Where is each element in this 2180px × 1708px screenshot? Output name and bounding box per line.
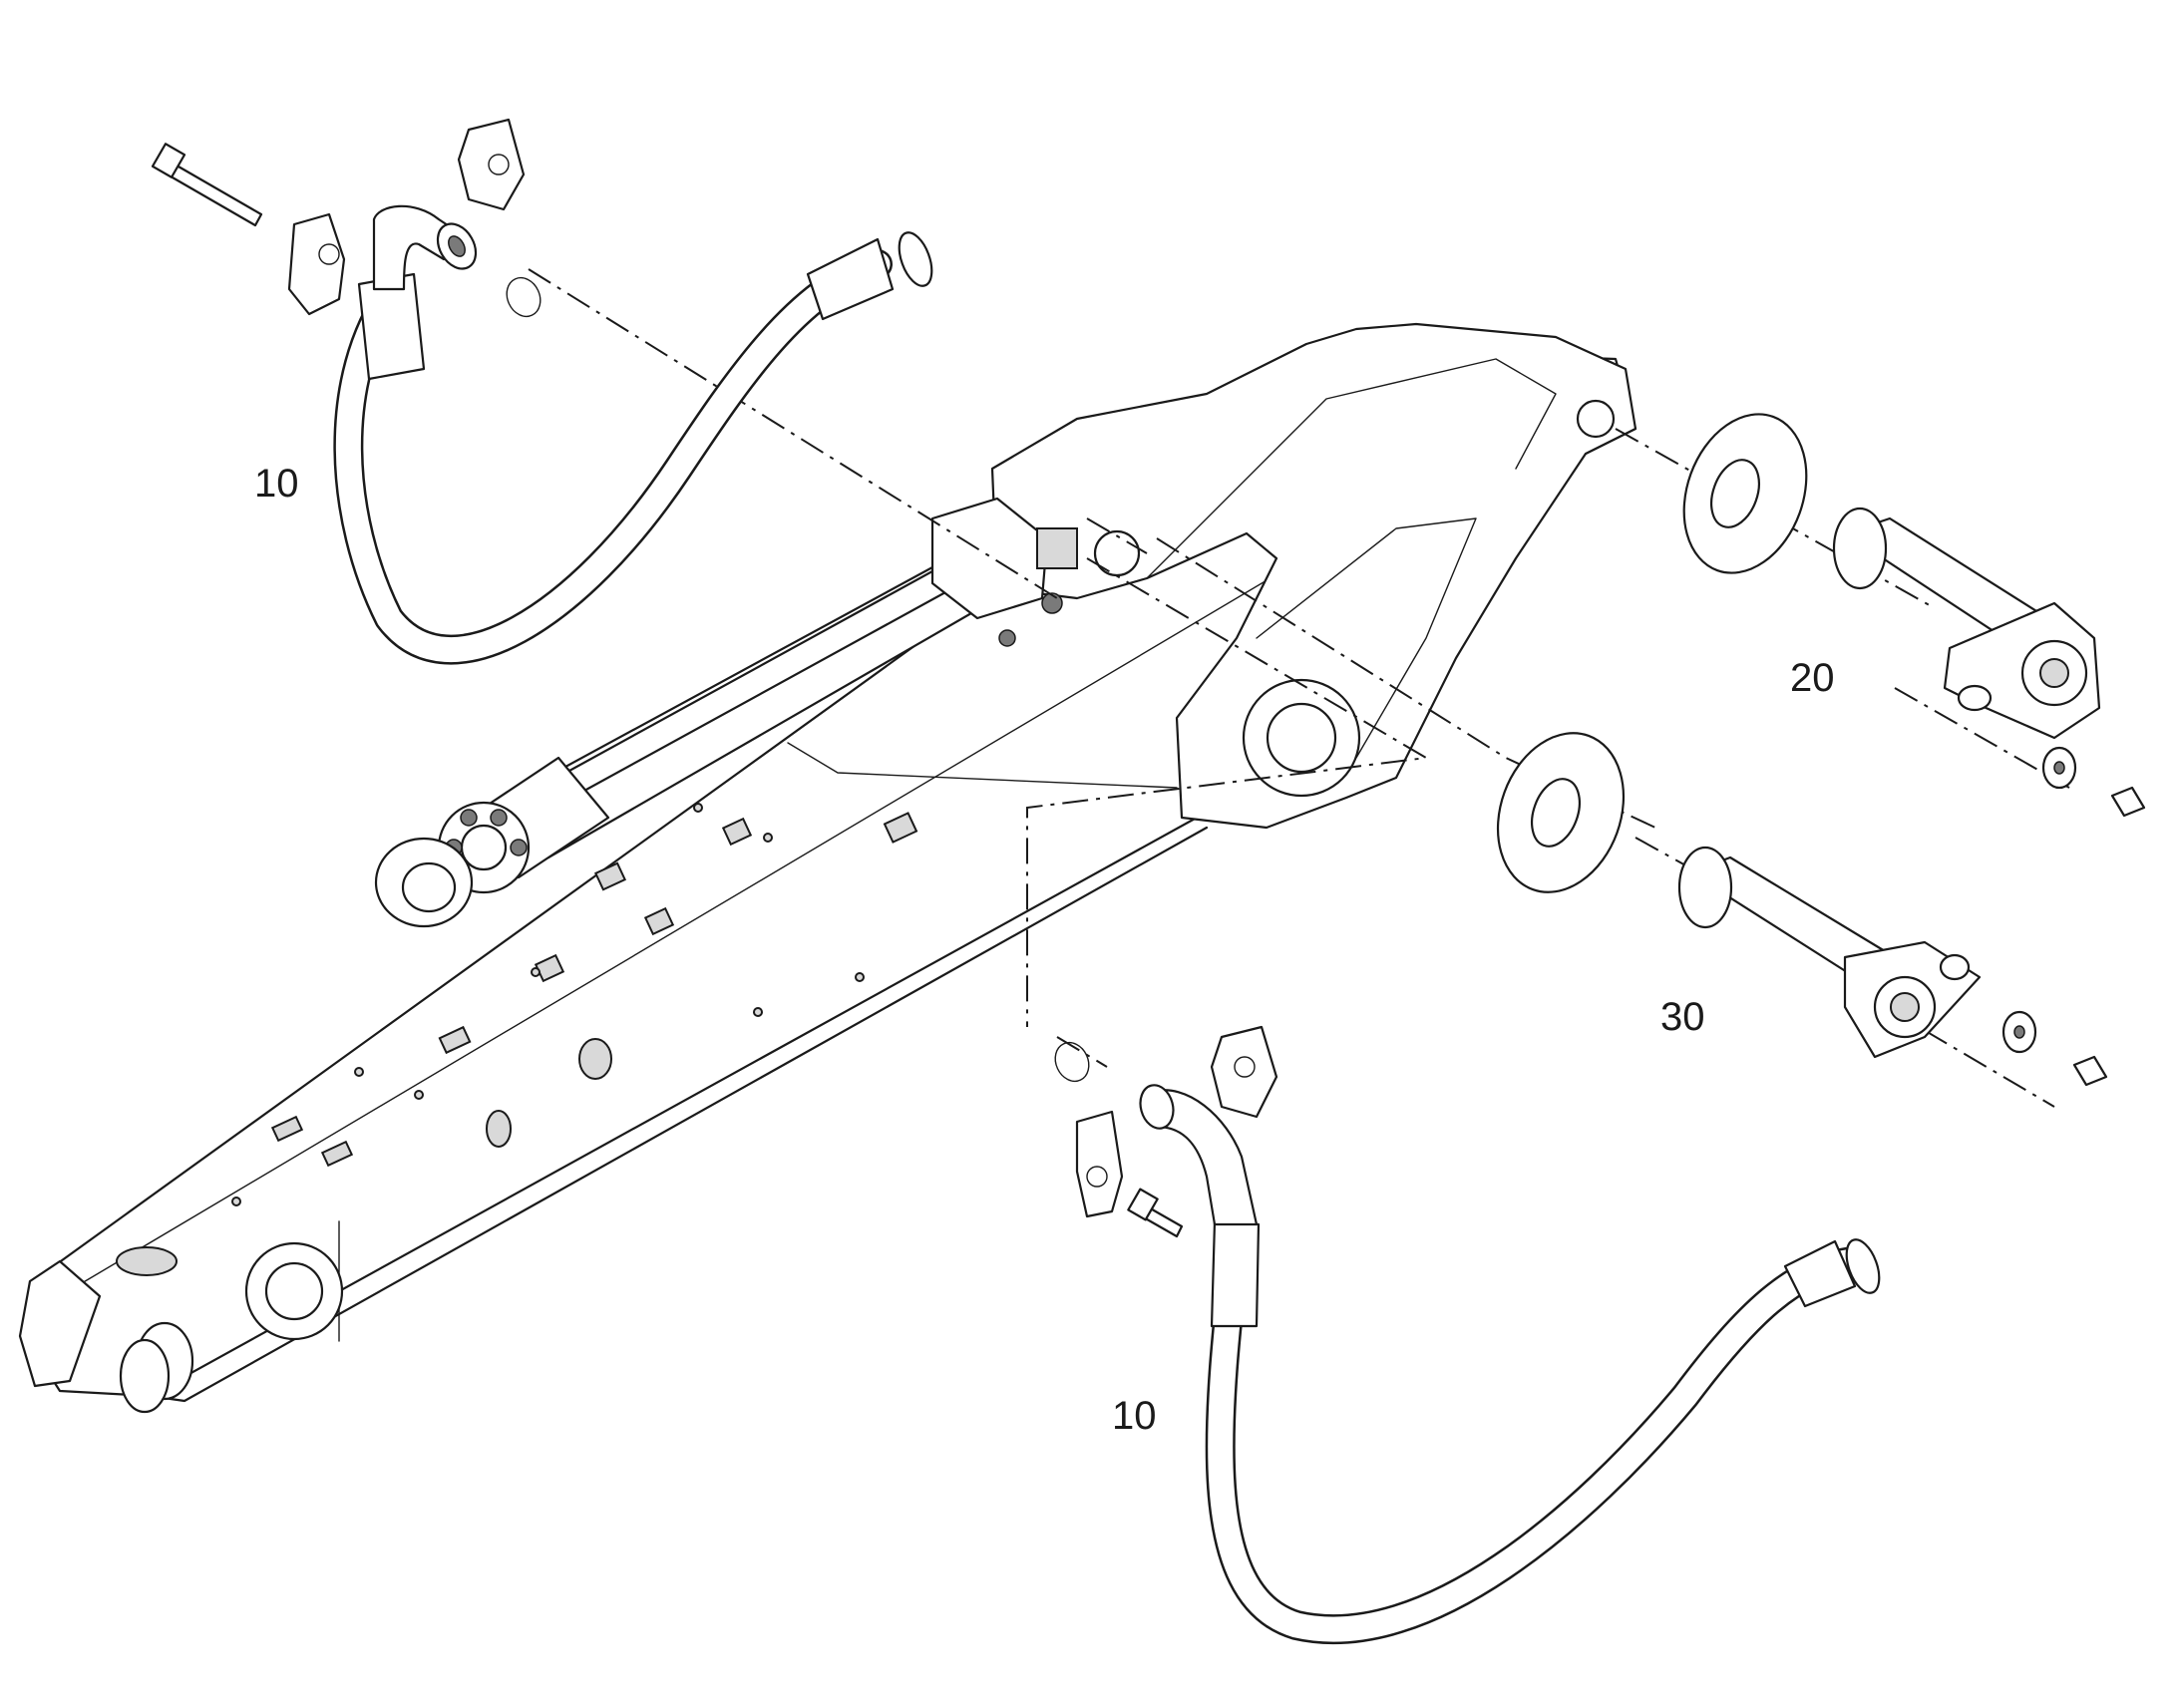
callout-hose-upper: 10 xyxy=(254,462,299,506)
pin-assembly-30 xyxy=(1496,732,2108,1087)
callout-pin-lower: 30 xyxy=(1660,995,1705,1039)
hose-assembly-upper xyxy=(151,118,933,665)
callout-pin-upper: 20 xyxy=(1790,656,1835,700)
hydraulic-cylinder xyxy=(374,497,1078,928)
boom-arm xyxy=(18,322,1637,1414)
pin-assembly-20 xyxy=(1682,413,2146,818)
callout-hose-lower: 10 xyxy=(1112,1394,1157,1438)
hose-assembly-lower xyxy=(1054,1025,1881,1645)
